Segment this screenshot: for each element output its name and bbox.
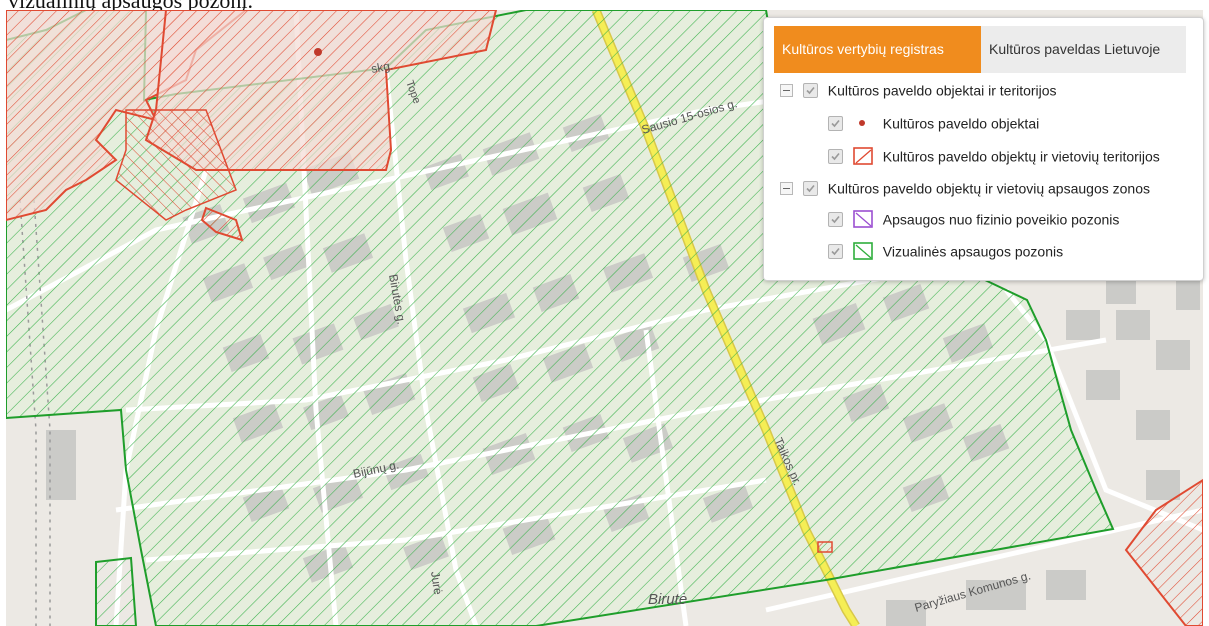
- purple-hatch-swatch-icon: [853, 210, 873, 229]
- tab-kulturos-paveldas-lietuvoje[interactable]: Kultūros paveldas Lietuvoje: [981, 26, 1186, 73]
- legend-group-objects-label: Kultūros paveldo objektai ir teritorijos: [827, 82, 1057, 99]
- green-hatch-swatch-icon: [853, 242, 873, 261]
- street-label-skg: skg.: [370, 58, 394, 76]
- checkbox-group-protection-zones[interactable]: [802, 180, 818, 196]
- checkbox-physical-zone[interactable]: [828, 211, 843, 227]
- legend-group-protection-zones-label: Kultūros paveldo objektų ir vietovių aps…: [827, 180, 1150, 197]
- red-hatch-swatch-icon: [853, 147, 873, 166]
- district-label: Birutė: [648, 591, 687, 608]
- checkbox-visual-zone[interactable]: [828, 243, 843, 259]
- legend-item-heritage-objects: Kultūros paveldo objektai: [828, 112, 1039, 132]
- legend-item-physical-zone: Apsaugos nuo fizinio poveikio pozonis: [828, 208, 1120, 229]
- legend-item-heritage-objects-label: Kultūros paveldo objektai: [882, 115, 1040, 132]
- legend-item-visual-zone: Vizualinės apsaugos pozonis: [828, 240, 1064, 261]
- page-caption: vizualinių apsaugos pozonį.: [8, 0, 253, 10]
- legend-item-visual-zone-label: Vizualinės apsaugos pozonis: [882, 243, 1064, 260]
- tab-kulturos-vertybiu-registras[interactable]: Kultūros vertybių registras: [774, 26, 981, 73]
- heritage-territory-crossing[interactable]: [115, 109, 237, 221]
- red-dot-icon: [853, 114, 873, 132]
- heritage-territory-north-hatch: [146, 10, 496, 170]
- heritage-territory-east[interactable]: [1124, 478, 1203, 626]
- legend-group-protection-zones: Kultūros paveldo objektų ir vietovių aps…: [780, 177, 1150, 197]
- legend-panel: Kultūros vertybių registras Kultūros pav…: [763, 17, 1204, 281]
- collapse-toggle-icon[interactable]: [780, 83, 793, 97]
- legend-item-heritage-territories: Kultūros paveldo objektų ir vietovių ter…: [828, 145, 1160, 166]
- page-caption-strip: vizualinių apsaugos pozonį.: [0, 0, 1209, 10]
- legend-group-objects: Kultūros paveldo objektai ir teritorijos: [780, 79, 1057, 99]
- checkbox-heritage-territories[interactable]: [828, 148, 843, 164]
- checkbox-group-objects[interactable]: [802, 82, 818, 98]
- street-label-jure: Jurė: [428, 570, 445, 595]
- heritage-territory-marker[interactable]: [817, 541, 833, 553]
- checkbox-heritage-objects[interactable]: [828, 115, 843, 131]
- visual-protection-zone-small[interactable]: [95, 556, 138, 626]
- heritage-object-point[interactable]: [314, 48, 322, 56]
- legend-item-physical-zone-label: Apsaugos nuo fizinio poveikio pozonis: [882, 211, 1120, 228]
- heritage-territory-small[interactable]: [200, 206, 244, 242]
- legend-item-heritage-territories-label: Kultūros paveldo objektų ir vietovių ter…: [882, 148, 1160, 165]
- collapse-toggle-icon[interactable]: [780, 181, 793, 195]
- heritage-territories[interactable]: [6, 10, 1203, 626]
- railway-line: [19, 199, 51, 626]
